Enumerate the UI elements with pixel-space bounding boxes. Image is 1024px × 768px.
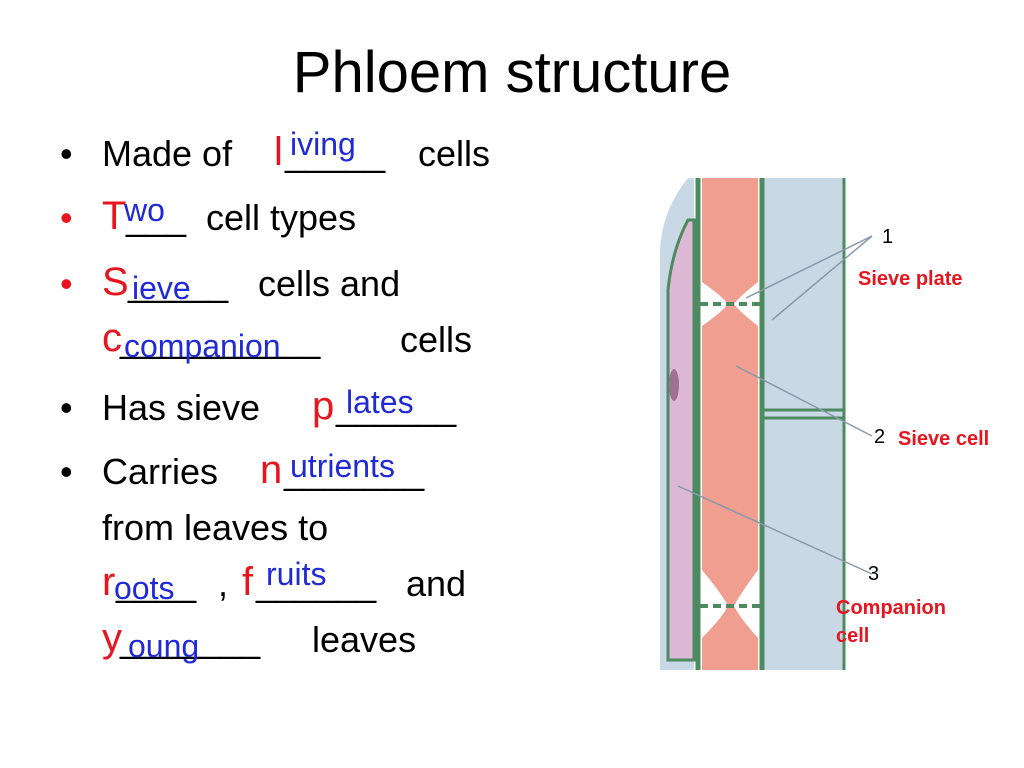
- answer-text: iving: [290, 126, 356, 162]
- bullet-text: cells: [400, 319, 473, 360]
- answer-text: ruits: [266, 556, 327, 592]
- label-sieve-plate: Sieve plate: [858, 268, 963, 290]
- sieve-tube: [702, 178, 758, 670]
- leader-line-1b: [771, 235, 873, 321]
- hint-letter: r: [102, 560, 116, 604]
- hint-letter: y: [102, 616, 122, 660]
- bullet-text: Made of: [102, 133, 233, 174]
- blank: _______: [120, 619, 261, 660]
- bullet-text: leaves: [312, 619, 417, 660]
- answer-text: utrients: [290, 448, 395, 484]
- leader-line-3: [677, 485, 873, 575]
- bullet-text: Carries: [102, 451, 219, 492]
- phloem-diagram: 1 Sieve plate 2 Sieve cell 3 Companion c…: [640, 170, 1024, 680]
- hint-letter: c: [102, 316, 122, 360]
- leader-line-2: [735, 365, 873, 437]
- bullet-text: cell types: [206, 197, 357, 238]
- label-sieve-cell: Sieve cell: [898, 428, 990, 450]
- bullet-dot: •: [60, 263, 73, 304]
- answer-text: oots: [114, 570, 175, 606]
- blank: _____: [285, 133, 386, 174]
- answer-text: wo: [124, 192, 165, 228]
- blank: ____: [116, 563, 197, 604]
- hint-letter: l: [274, 130, 283, 174]
- hint-letter: p: [312, 384, 335, 428]
- phloem-diagram-svg: [660, 178, 873, 670]
- bullet-text: ,: [218, 563, 229, 604]
- blank: _____: [128, 263, 229, 304]
- label-number-3: 3: [868, 563, 880, 585]
- label-number-2: 2: [874, 426, 886, 448]
- hint-letter: T: [102, 194, 127, 238]
- bullet-dot: •: [60, 451, 73, 492]
- bullet-dot: •: [60, 133, 73, 174]
- companion-cell: [666, 218, 696, 662]
- blank: ___: [126, 197, 187, 238]
- bullet-dot: •: [60, 197, 73, 238]
- page-title: Phloem structure: [292, 40, 732, 105]
- right-cell: [760, 178, 844, 670]
- hint-letter: n: [260, 448, 283, 492]
- bullet-text: and: [406, 563, 467, 604]
- bullet-text: from leaves to: [102, 507, 329, 548]
- nucleus: [669, 369, 679, 401]
- bullet-text: cells: [418, 133, 491, 174]
- answer-text: lates: [346, 384, 414, 420]
- label-number-1: 1: [882, 226, 894, 248]
- blank: __________: [120, 319, 321, 360]
- bullet-text: cells and: [258, 263, 401, 304]
- leader-line-1: [745, 235, 873, 299]
- answer-text: oung: [128, 628, 200, 664]
- blank: ______: [256, 563, 377, 604]
- blank: _______: [284, 451, 425, 492]
- hint-letter: f: [242, 560, 254, 604]
- hint-letter: S: [102, 260, 129, 304]
- answer-text: ieve: [132, 270, 191, 306]
- bullet-text: Has sieve: [102, 387, 261, 428]
- bullet-dot: •: [60, 387, 73, 428]
- label-companion-cell: Companion cell: [836, 597, 946, 647]
- answer-text: companion: [124, 328, 281, 364]
- blank: ______: [336, 387, 457, 428]
